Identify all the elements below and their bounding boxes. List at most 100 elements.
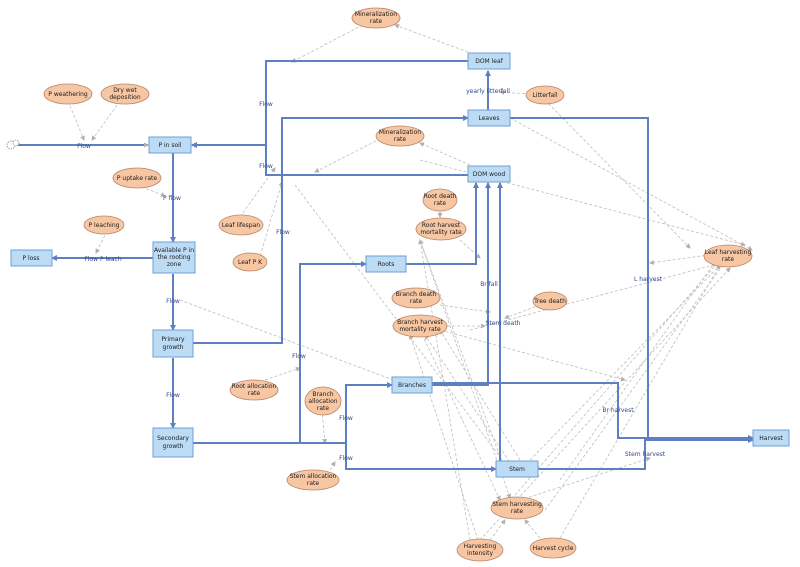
flow-label-br-fall: Br fall [480, 281, 498, 288]
svg-text:P weathering: P weathering [48, 91, 88, 98]
svg-text:Stem harvesting: Stem harvesting [492, 501, 542, 508]
stock-dom-wood[interactable]: DOM wood [467, 165, 511, 183]
svg-text:P uptake rate: P uptake rate [117, 175, 158, 182]
stock-roots[interactable]: Roots [365, 255, 407, 273]
svg-text:Tree death: Tree death [533, 298, 566, 305]
svg-text:Stem: Stem [509, 466, 525, 473]
svg-text:rate: rate [370, 18, 382, 25]
svg-text:Stem allocation: Stem allocation [290, 473, 337, 480]
svg-text:Mineralization: Mineralization [379, 129, 421, 136]
flow-label-br-harvest: Br harvest [602, 407, 634, 414]
flow-lines [18, 60, 754, 472]
flow-label-yearly-litterfall: yearly litterfall [466, 88, 510, 95]
aux-leaf-p-k[interactable]: Leaf P K [232, 252, 268, 272]
aux-leaf-lifespan[interactable]: Leaf lifespan [218, 214, 264, 236]
svg-text:rate: rate [307, 480, 319, 487]
svg-text:P in soil: P in soil [158, 142, 181, 149]
svg-text:Branch harvest: Branch harvest [397, 319, 443, 326]
svg-text:rate: rate [434, 200, 446, 207]
flow-label-primary: Flow [166, 298, 180, 305]
svg-text:growth: growth [163, 344, 184, 351]
svg-text:rate: rate [394, 136, 406, 143]
svg-text:Roots: Roots [378, 261, 395, 268]
aux-root-allocation-rate[interactable]: Root allocation rate [229, 379, 279, 401]
svg-text:Leaves: Leaves [479, 115, 500, 122]
flow-label-p-flow: P flow [163, 195, 181, 202]
svg-text:deposition: deposition [109, 94, 140, 101]
svg-text:the rooting: the rooting [157, 254, 190, 261]
flow-label-l-harvest: L harvest [634, 276, 663, 283]
flow-label-stem-harvest: Stem harvest [625, 451, 666, 458]
svg-text:Litterfall: Litterfall [533, 92, 558, 99]
svg-text:Leaf P K: Leaf P K [238, 259, 263, 266]
flow-label-leaves: Flow [276, 229, 290, 236]
aux-branch-harvest-mortality-rate[interactable]: Branch harvest mortality rate [392, 314, 448, 338]
svg-text:Harvesting: Harvesting [464, 543, 497, 550]
svg-text:Secondary: Secondary [157, 435, 189, 442]
svg-text:P loss: P loss [22, 255, 39, 262]
aux-harvesting-intensity[interactable]: Harvesting intensity [456, 538, 504, 562]
stock-leaves[interactable]: Leaves [467, 109, 511, 127]
svg-text:allocation: allocation [308, 398, 337, 405]
aux-stem-harvesting-rate[interactable]: Stem harvesting rate [490, 496, 544, 520]
aux-mineralization-wood[interactable]: Mineralization rate [375, 125, 425, 147]
stock-branches[interactable]: Branches [391, 376, 433, 394]
stock-secondary-growth[interactable]: Secondary growth [152, 427, 194, 458]
svg-text:Harvest cycle: Harvest cycle [533, 545, 574, 552]
flow-label-p-leach: Flow P leach [84, 256, 121, 263]
svg-text:Leaf harvesting: Leaf harvesting [705, 249, 752, 256]
svg-text:growth: growth [163, 443, 184, 450]
aux-branch-allocation-rate[interactable]: Branch allocation rate [304, 386, 342, 416]
cloud-source-icon [6, 139, 20, 150]
svg-text:zone: zone [167, 261, 182, 268]
aux-p-weathering[interactable]: P weathering [43, 83, 93, 105]
flow-label-stem-death: Stem death [486, 320, 521, 327]
flow-label-branches: Flow [339, 415, 353, 422]
svg-text:Primary: Primary [161, 336, 185, 343]
flow-label-secondary: Flow [166, 392, 180, 399]
flow-label-input: Flow [77, 143, 91, 150]
stock-primary-growth[interactable]: Primary growth [152, 329, 194, 358]
stock-dom-leaf[interactable]: DOM leaf [467, 52, 511, 70]
svg-text:Available P in: Available P in [154, 247, 194, 254]
stock-harvest[interactable]: Harvest [752, 429, 790, 447]
svg-text:DOM wood: DOM wood [473, 171, 506, 178]
svg-text:Root allocation: Root allocation [232, 383, 277, 390]
svg-text:Root death: Root death [424, 193, 457, 200]
aux-root-harvest-mortality-rate[interactable]: Root harvest mortality rate [415, 217, 467, 241]
svg-text:Branch: Branch [312, 391, 333, 398]
stock-p-loss[interactable]: P loss [10, 249, 53, 267]
aux-harvest-cycle[interactable]: Harvest cycle [529, 537, 577, 559]
svg-text:Dry wet: Dry wet [113, 87, 137, 94]
svg-text:rate: rate [317, 405, 329, 412]
stock-p-in-soil[interactable]: P in soil [148, 136, 192, 154]
aux-p-leaching[interactable]: P leaching [83, 215, 125, 235]
flow-label-roots: Flow [292, 353, 306, 360]
stock-stem[interactable]: Stem [495, 460, 539, 478]
aux-litterfall[interactable]: Litterfall [525, 85, 565, 105]
aux-tree-death[interactable]: Tree death [532, 291, 568, 311]
aux-mineralization-leaf[interactable]: Mineralization rate [351, 7, 401, 29]
svg-text:Branch death: Branch death [396, 291, 437, 298]
aux-branch-death-rate[interactable]: Branch death rate [391, 287, 441, 309]
flow-label-stem: Flow [339, 455, 353, 462]
stock-available-p[interactable]: Available P in the rooting zone [152, 241, 196, 274]
svg-text:Harvest: Harvest [759, 435, 783, 442]
svg-text:Branches: Branches [398, 382, 426, 389]
aux-p-uptake-rate[interactable]: P uptake rate [112, 167, 162, 189]
svg-text:rate: rate [511, 508, 523, 515]
svg-text:Root harvest: Root harvest [422, 222, 461, 229]
svg-text:mortality rate: mortality rate [420, 229, 462, 236]
svg-text:Mineralization: Mineralization [355, 11, 397, 18]
aux-dry-wet-deposition[interactable]: Dry wet deposition [100, 83, 150, 105]
flow-labels: Flow Flow Flow yearly litterfall P flow … [77, 88, 666, 462]
svg-text:DOM leaf: DOM leaf [475, 58, 503, 65]
aux-root-death-rate[interactable]: Root death rate [422, 188, 458, 212]
aux-stem-allocation-rate[interactable]: Stem allocation rate [286, 469, 340, 491]
aux-leaf-harvesting-rate[interactable]: Leaf harvesting rate [703, 244, 753, 268]
svg-text:rate: rate [248, 390, 260, 397]
svg-text:mortality rate: mortality rate [399, 326, 441, 333]
svg-text:rate: rate [410, 298, 422, 305]
flow-label-dom-leaf: Flow [259, 101, 273, 108]
